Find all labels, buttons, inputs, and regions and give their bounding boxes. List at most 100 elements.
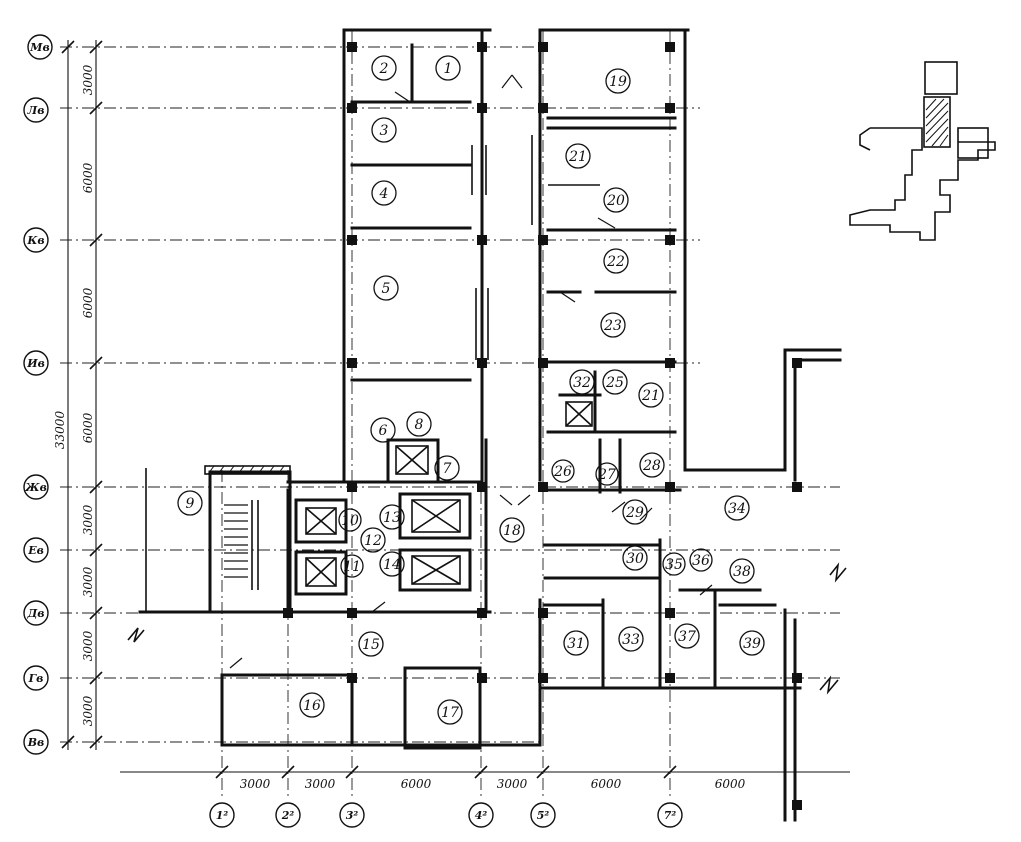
room-labels: 1 2 3 4 5 6 7 8 9 10 11 12 13 14 15 16 1… xyxy=(177,55,765,725)
svg-text:23: 23 xyxy=(603,318,622,334)
room-33: 33 xyxy=(618,626,644,652)
dim-v-1: 3000 xyxy=(81,64,95,95)
axis-row-zhv: Жв xyxy=(23,474,49,500)
room-23: 23 xyxy=(600,312,626,338)
dim-h-6: 6000 xyxy=(715,777,746,791)
dim-h-2: 3000 xyxy=(305,777,336,791)
dim-v-4: 6000 xyxy=(81,412,95,443)
svg-text:9: 9 xyxy=(186,496,195,512)
room-3: 3 xyxy=(371,117,397,143)
svg-text:12: 12 xyxy=(364,533,382,549)
axis-row-ev: Ев xyxy=(23,537,49,563)
svg-text:27: 27 xyxy=(597,467,616,483)
svg-text:Лв: Лв xyxy=(27,104,45,117)
svg-text:Кв: Кв xyxy=(26,234,44,247)
svg-text:4²: 4² xyxy=(475,809,488,822)
axis-row-gv: Гв xyxy=(23,665,49,691)
axis-row-kv: Кв xyxy=(23,227,49,253)
svg-text:34: 34 xyxy=(728,501,746,517)
svg-text:Мв: Мв xyxy=(29,41,49,54)
axis-col-3: 3² xyxy=(339,802,365,828)
dim-v-5: 3000 xyxy=(81,504,95,535)
room-5: 5 xyxy=(373,275,399,301)
svg-text:38: 38 xyxy=(733,564,751,580)
room-21-lower: 21 xyxy=(638,382,664,408)
room-37: 37 xyxy=(674,623,700,649)
dimension-horizontal: 3000 3000 6000 3000 6000 6000 xyxy=(120,765,850,791)
room-7: 7 xyxy=(434,455,460,481)
svg-text:4: 4 xyxy=(379,186,389,202)
room-34: 34 xyxy=(724,495,750,521)
room-15: 15 xyxy=(358,631,384,657)
svg-text:Ив: Ив xyxy=(26,357,45,370)
svg-text:37: 37 xyxy=(678,629,696,645)
svg-text:17: 17 xyxy=(441,705,459,721)
svg-text:2: 2 xyxy=(379,61,389,77)
key-plan xyxy=(849,61,996,241)
room-13: 13 xyxy=(379,504,405,530)
room-22: 22 xyxy=(603,248,629,274)
svg-text:Жв: Жв xyxy=(24,481,47,494)
axis-col-1: 1² xyxy=(209,802,235,828)
room-10: 10 xyxy=(338,508,362,532)
axis-col-4: 4² xyxy=(468,802,494,828)
walls xyxy=(138,28,842,822)
svg-text:10: 10 xyxy=(341,513,359,529)
svg-text:19: 19 xyxy=(609,74,627,90)
dim-v-6: 3000 xyxy=(81,566,95,597)
room-17: 17 xyxy=(437,699,463,725)
room-29: 29 xyxy=(622,499,648,525)
svg-text:6: 6 xyxy=(379,423,388,439)
svg-text:2²: 2² xyxy=(281,809,295,822)
svg-text:Вв: Вв xyxy=(27,736,45,749)
room-28: 28 xyxy=(639,452,665,478)
dim-h-4: 3000 xyxy=(497,777,528,791)
svg-text:Ев: Ев xyxy=(27,544,44,557)
svg-text:36: 36 xyxy=(692,553,710,569)
room-30: 30 xyxy=(622,545,648,571)
svg-text:26: 26 xyxy=(553,464,572,480)
room-27: 27 xyxy=(595,462,619,486)
room-19: 19 xyxy=(605,68,631,94)
svg-text:39: 39 xyxy=(743,636,761,652)
room-31: 31 xyxy=(563,630,589,656)
svg-text:14: 14 xyxy=(383,557,401,573)
svg-text:1: 1 xyxy=(444,61,453,77)
axis-row-mv: Мв xyxy=(27,34,53,60)
dimension-vertical: 3000 6000 6000 6000 3000 3000 3000 3000 … xyxy=(53,40,103,750)
room-2: 2 xyxy=(371,55,397,81)
dim-h-5: 6000 xyxy=(591,777,622,791)
break-marks xyxy=(127,562,847,695)
dim-v-3: 6000 xyxy=(81,287,95,318)
svg-text:11: 11 xyxy=(343,559,361,575)
col-axis-markers: 1² 2² 3² 4² 5² 7² xyxy=(209,802,683,828)
axis-row-dv: Дв xyxy=(23,600,49,626)
dim-h-1: 3000 xyxy=(240,777,271,791)
svg-text:5: 5 xyxy=(382,281,391,297)
axis-col-2: 2² xyxy=(275,802,301,828)
svg-text:1²: 1² xyxy=(216,809,229,822)
room-38: 38 xyxy=(729,558,755,584)
room-9: 9 xyxy=(177,490,203,516)
room-26: 26 xyxy=(551,459,575,483)
svg-text:22: 22 xyxy=(606,254,625,270)
room-32: 32 xyxy=(569,369,595,395)
axis-row-vv: Вв xyxy=(23,729,49,755)
room-39: 39 xyxy=(739,630,765,656)
dim-v-2: 6000 xyxy=(81,162,95,193)
axis-row-iv: Ив xyxy=(23,350,49,376)
columns xyxy=(283,42,802,810)
room-36: 36 xyxy=(689,548,713,572)
svg-text:5²: 5² xyxy=(537,809,550,822)
room-8: 8 xyxy=(406,411,432,437)
svg-text:Дв: Дв xyxy=(26,607,44,620)
svg-text:Гв: Гв xyxy=(28,672,44,685)
svg-text:18: 18 xyxy=(503,523,521,539)
svg-text:21: 21 xyxy=(568,149,587,165)
room-4: 4 xyxy=(371,180,397,206)
dim-h-3: 6000 xyxy=(401,777,432,791)
dim-v-8: 3000 xyxy=(81,695,95,726)
hatched-band xyxy=(204,465,291,475)
stair-flight xyxy=(224,500,259,590)
elevator-marks xyxy=(305,401,593,587)
